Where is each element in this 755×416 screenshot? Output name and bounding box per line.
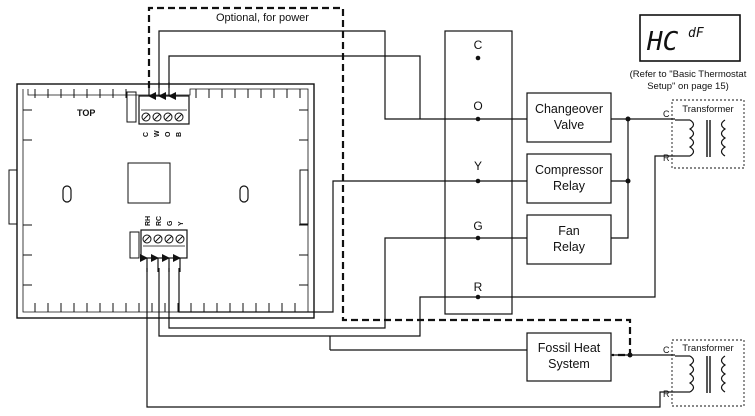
terminal-label-g: G	[167, 220, 174, 226]
transformer-bottom-title: Transformer	[682, 343, 733, 354]
top-label: TOP	[77, 108, 95, 118]
transformer-top	[671, 99, 745, 169]
thermostat-base	[8, 83, 315, 319]
junction-dots	[625, 116, 633, 358]
terminal-label-rh: RH	[145, 216, 152, 226]
fossil-heat-label-2: System	[548, 357, 590, 371]
strip-terminal-c: C	[474, 38, 483, 52]
strip-terminal-r: R	[474, 280, 483, 294]
compressor-relay-label-1: Compressor	[535, 163, 603, 177]
lcd-main-text: HC	[646, 27, 679, 57]
terminal-label-o: O	[165, 131, 172, 137]
transformer-top-c: C	[663, 109, 670, 119]
transformer-top-title: Transformer	[682, 104, 733, 115]
lower-terminal-block	[129, 229, 188, 259]
terminal-label-c: C	[143, 132, 150, 137]
transformer-bottom-r: R	[663, 389, 670, 399]
terminal-arrows	[140, 82, 181, 272]
upper-terminal-block	[126, 91, 190, 125]
lcd-sub-text: dF	[688, 26, 705, 41]
fan-relay-box	[526, 214, 612, 265]
lcd-display	[639, 14, 741, 62]
strip-terminal-o: O	[473, 99, 482, 113]
changeover-valve-label-1: Changeover	[535, 102, 603, 116]
transformer-top-r: R	[663, 153, 670, 163]
transformer-bottom-c: C	[663, 345, 670, 355]
terminal-strip	[444, 30, 513, 315]
fossil-heat-label-1: Fossil Heat	[538, 341, 601, 355]
fan-relay-label-2: Relay	[553, 240, 586, 254]
reference-note-1: (Refer to "Basic Thermostat	[630, 69, 747, 80]
transformer-bottom	[671, 339, 745, 407]
compressor-relay-box	[526, 153, 612, 204]
strip-terminal-dots	[475, 55, 481, 300]
strip-terminal-y: Y	[474, 159, 482, 173]
compressor-relay-label-2: Relay	[553, 179, 586, 193]
wires	[146, 30, 675, 408]
reference-note-2: Setup" on page 15)	[647, 81, 729, 92]
strip-terminal-g: G	[473, 219, 482, 233]
changeover-valve-box	[526, 92, 612, 143]
terminal-label-w: W	[154, 130, 161, 137]
optional-power-label: Optional, for power	[216, 12, 309, 24]
terminal-label-rc: RC	[156, 216, 163, 226]
changeover-valve-label-2: Valve	[554, 118, 584, 132]
fossil-heat-box	[526, 332, 612, 382]
terminal-label-y: Y	[178, 221, 185, 226]
terminal-label-b: B	[176, 132, 183, 137]
fan-relay-label-1: Fan	[558, 224, 580, 238]
